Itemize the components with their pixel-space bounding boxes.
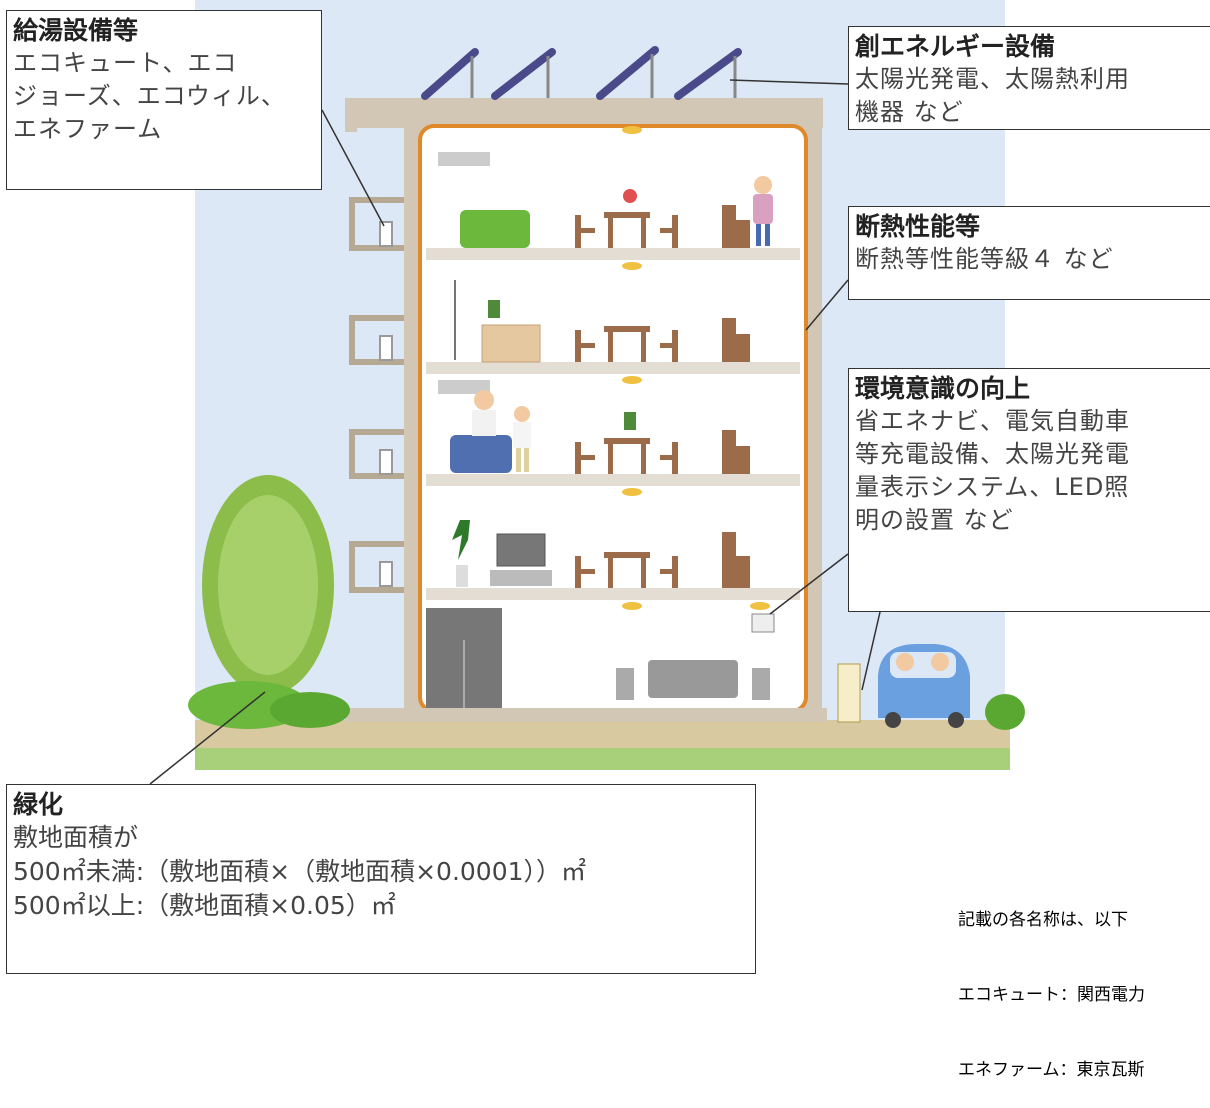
plant-pot <box>456 565 468 587</box>
sofa-icon <box>460 210 530 248</box>
car-icon <box>878 644 970 728</box>
plant-icon <box>452 520 470 560</box>
chest-of-drawers-icon <box>481 324 541 363</box>
ev-charger-icon <box>837 663 861 723</box>
callout-title: 断熱性能等 <box>855 212 981 241</box>
callout-body: 省エネナビ、電気自動車 等充電設備、太陽光発電 量表示システム、LED照 明の設… <box>855 407 1130 534</box>
led-light <box>750 602 770 610</box>
tree-icon <box>202 475 334 720</box>
footnote: 記載の各名称は、以下 エコキュート：関西電力 エネファーム：東京瓦斯 <box>958 858 1145 1108</box>
staircase-icon <box>722 318 750 362</box>
leader-lines <box>149 79 881 785</box>
solar-panels <box>421 46 742 100</box>
ceiling-light <box>622 262 642 270</box>
callout-environment: 環境意識の向上 省エネナビ、電気自動車 等充電設備、太陽光発電 量表示システム、… <box>848 368 1210 612</box>
lobby-chair-icon <box>752 668 770 700</box>
dining-set-icon <box>575 438 678 474</box>
air-conditioner <box>438 152 490 166</box>
dining-set-icon <box>575 552 678 588</box>
callout-body-line: 500㎡未満:（敷地面積×（敷地面積×0.0001））㎡ <box>13 857 587 886</box>
lobby-chair-icon <box>616 668 634 700</box>
footnote-line: 記載の各名称は、以下 <box>958 910 1128 930</box>
staircase-icon <box>722 430 750 474</box>
shrub-icon <box>270 692 350 728</box>
footnote-line: エネファーム：東京瓦斯 <box>958 1060 1145 1080</box>
dining-set-icon <box>575 326 678 362</box>
callout-greening: 緑化 敷地面積が 500㎡未満:（敷地面積×（敷地面積×0.0001））㎡ 50… <box>6 784 756 974</box>
callout-title: 環境意識の向上 <box>855 374 1031 403</box>
air-conditioner <box>438 380 490 394</box>
roof-slab <box>345 98 823 128</box>
staircase-icon <box>722 532 750 588</box>
footnote-line: エコキュート：関西電力 <box>958 985 1145 1005</box>
staircase-icon <box>722 205 750 248</box>
ceiling-light <box>622 126 642 134</box>
callout-insulation: 断熱性能等 断熱等性能等級４ など <box>848 206 1210 300</box>
family-icon <box>472 390 531 472</box>
floor-slab <box>426 474 800 486</box>
ground-floor-slab <box>345 708 827 722</box>
callout-body-line: 500㎡以上:（敷地面積×0.05）㎡ <box>13 891 396 920</box>
callout-title: 創エネルギー設備 <box>855 32 1056 61</box>
shrub-icon <box>985 694 1025 730</box>
lobby-sofa-icon <box>648 660 738 698</box>
energy-monitor-icon <box>751 613 775 633</box>
ceiling-light <box>622 376 642 384</box>
roof-parapet-left <box>345 102 357 132</box>
floor-slab <box>426 248 800 260</box>
floor-slab <box>426 588 800 600</box>
sofa-icon <box>450 435 512 473</box>
callout-title: 給湯設備等 <box>13 16 139 45</box>
callout-body: 断熱等性能等級４ など <box>855 245 1114 273</box>
solar-panel-stands <box>470 54 737 98</box>
lawn-strip <box>195 748 1010 770</box>
callout-energy-creation: 創エネルギー設備 太陽光発電、太陽熱利用 機器 など <box>848 26 1210 130</box>
ceiling-light <box>622 602 642 610</box>
ceiling-light <box>622 488 642 496</box>
tv-icon <box>496 533 546 567</box>
callout-title: 緑化 <box>13 790 64 819</box>
plant-icon <box>624 412 636 430</box>
callout-body: エコキュート、エコ ジョーズ、エコウィル、 エネファーム <box>13 49 286 143</box>
water-heater-unit <box>379 221 393 587</box>
dining-set-icon <box>575 212 678 248</box>
callout-water-heating: 給湯設備等 エコキュート、エコ ジョーズ、エコウィル、 エネファーム <box>6 10 322 190</box>
tv-stand-icon <box>490 570 552 586</box>
callout-body: 太陽光発電、太陽熱利用 機器 など <box>855 65 1130 126</box>
woman-icon <box>753 176 773 246</box>
flower-icon <box>623 189 637 203</box>
floor-slab <box>426 362 800 374</box>
balconies <box>349 197 404 593</box>
plant-icon <box>488 300 500 318</box>
callout-body-line: 敷地面積が <box>13 823 139 852</box>
